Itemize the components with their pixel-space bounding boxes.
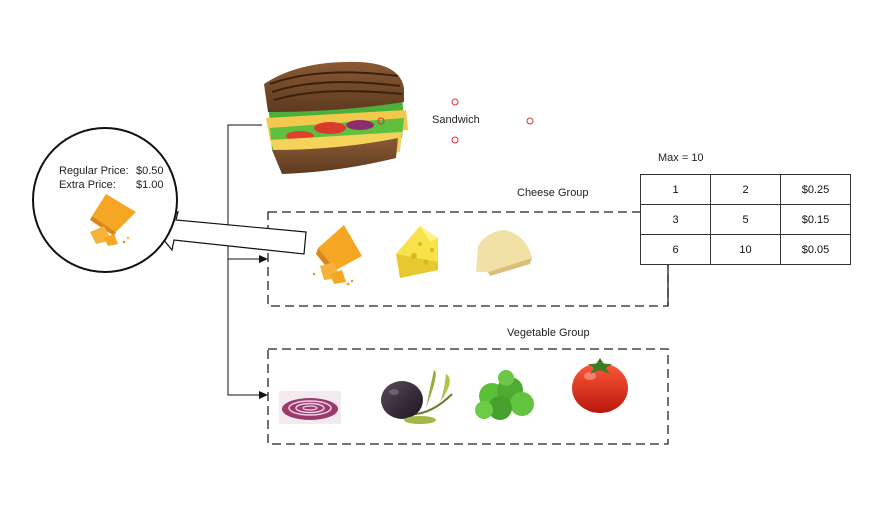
table-row: 3 5 $0.15 <box>640 204 851 235</box>
max-label: Max = 10 <box>658 152 704 164</box>
swiss-cheese-image[interactable] <box>396 226 438 278</box>
extra-price-value: $1.00 <box>136 179 164 191</box>
table-cell: 5 <box>710 204 781 235</box>
sandwich-image[interactable] <box>264 61 408 174</box>
cheese-group-label: Cheese Group <box>517 187 589 199</box>
cheddar-cheese-image[interactable] <box>312 225 362 286</box>
table-cell: $0.25 <box>780 174 851 205</box>
table-row: 1 2 $0.25 <box>640 174 851 205</box>
sandwich-label: Sandwich <box>432 114 480 126</box>
table-cell: $0.05 <box>780 234 851 265</box>
table-cell: $0.15 <box>780 204 851 235</box>
vegetable-group-label: Vegetable Group <box>507 327 590 339</box>
tomato-image[interactable] <box>572 358 628 413</box>
cheese-group-box[interactable] <box>267 211 669 307</box>
table-cell: 1 <box>640 174 711 205</box>
connector-lines <box>227 124 262 396</box>
selection-handle[interactable] <box>451 98 459 106</box>
red-onion-image[interactable] <box>279 391 341 424</box>
provolone-cheese-image[interactable] <box>476 230 532 276</box>
table-cell: 10 <box>710 234 781 265</box>
selection-handle[interactable] <box>451 136 459 144</box>
olive-image[interactable] <box>381 370 453 424</box>
selection-handle[interactable] <box>526 117 534 125</box>
vegetable-group-box[interactable] <box>267 348 669 445</box>
arrowhead-cheese <box>259 255 268 263</box>
regular-price-value: $0.50 <box>136 165 164 177</box>
lettuce-image[interactable] <box>475 370 534 420</box>
pricing-table: 1 2 $0.25 3 5 $0.15 6 10 $0.05 <box>640 174 851 265</box>
selection-handle[interactable] <box>377 117 385 125</box>
table-cell: 2 <box>710 174 781 205</box>
regular-price-label: Regular Price: <box>59 165 129 177</box>
callout-arrow <box>153 210 307 255</box>
extra-price-label: Extra Price: <box>59 179 116 191</box>
cheddar-cheese-thumbnail <box>90 194 136 246</box>
table-cell: 3 <box>640 204 711 235</box>
arrowhead-vegetable <box>259 391 268 399</box>
table-cell: 6 <box>640 234 711 265</box>
table-row: 6 10 $0.05 <box>640 234 851 265</box>
